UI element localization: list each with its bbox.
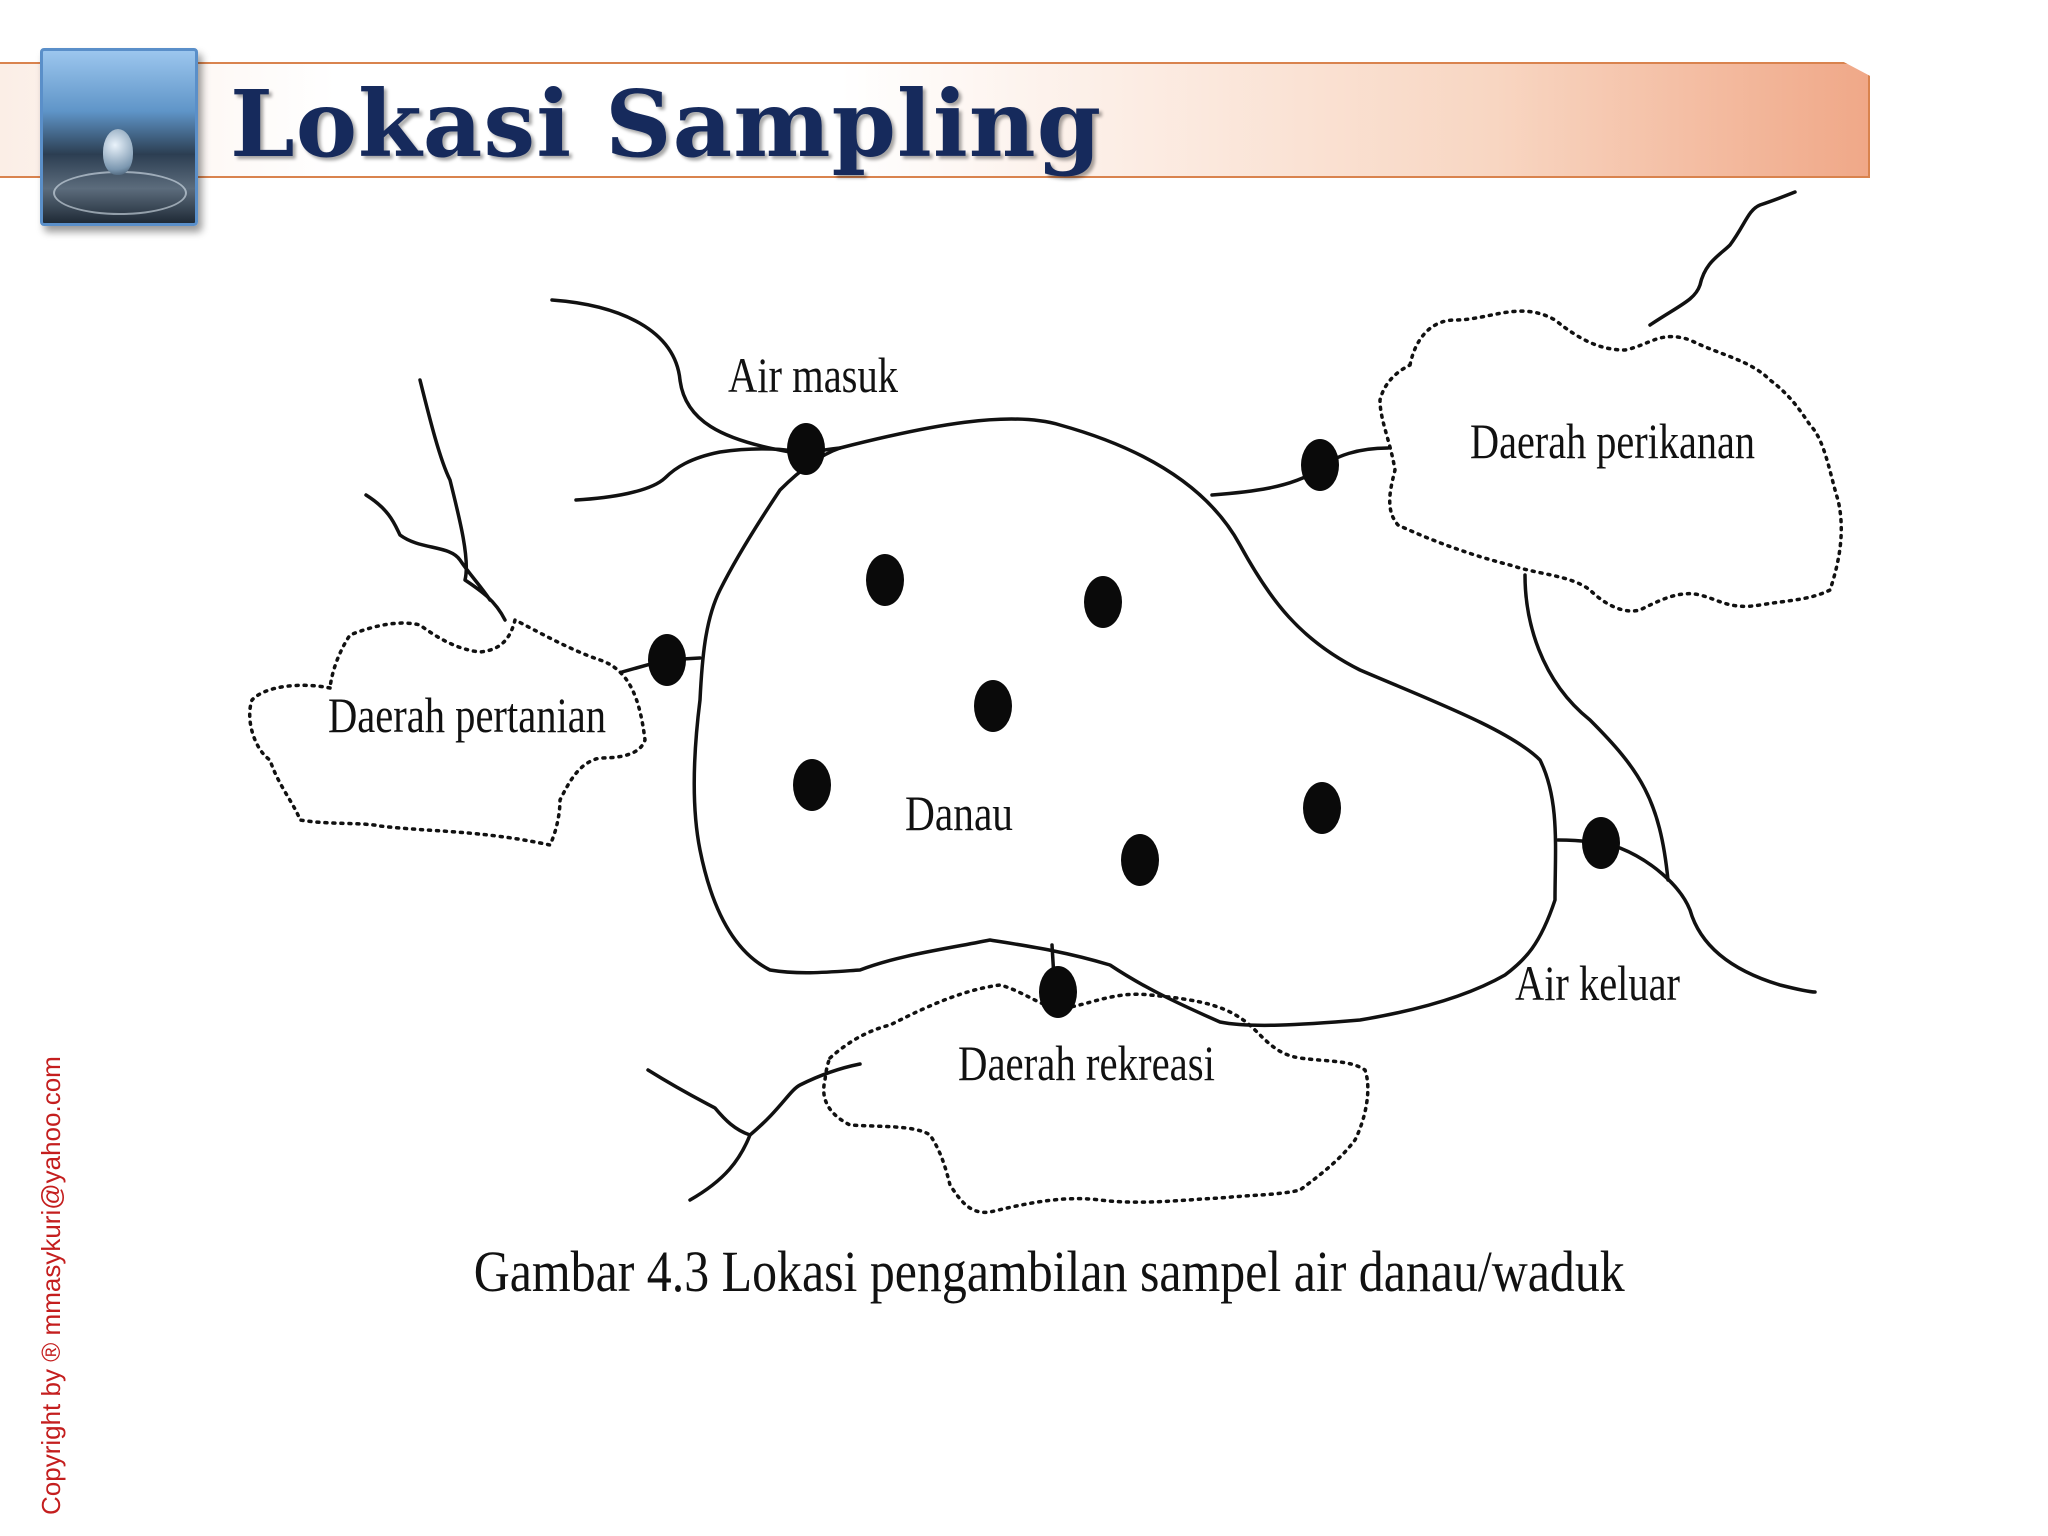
inflow-branch xyxy=(574,447,802,502)
label-daerah-rekreasi: Daerah rekreasi xyxy=(958,1035,1215,1091)
sampling-point-lake xyxy=(866,554,904,606)
label-daerah-pertanian: Daerah pertanian xyxy=(328,687,606,743)
recreation-region xyxy=(822,983,1370,1215)
title-banner xyxy=(0,62,1870,178)
sampling-point-lake xyxy=(1121,834,1159,886)
label-air-masuk: Air masuk xyxy=(728,347,898,403)
label-air-keluar: Air keluar xyxy=(1515,955,1680,1011)
copyright-text: Copyright by ® mmasykuri@yahoo.com xyxy=(36,1056,66,1515)
fishery-outflow xyxy=(1523,573,1670,882)
sampling-point-agriculture xyxy=(648,634,686,686)
label-danau: Danau xyxy=(905,785,1013,841)
page-title: Lokasi Sampling xyxy=(230,70,1103,178)
sampling-point-lake xyxy=(793,759,831,811)
lake-outline xyxy=(692,417,1558,1028)
sampling-point-lake xyxy=(1303,782,1341,834)
agriculture-stream xyxy=(364,378,507,622)
sampling-point-lake xyxy=(974,680,1012,732)
sampling-point-fishery xyxy=(1301,439,1339,491)
sampling-point-lake xyxy=(1084,576,1122,628)
recreation-stream xyxy=(646,1062,862,1202)
figure-caption: Gambar 4.3 Lokasi pengambilan sampel air… xyxy=(473,1239,1625,1304)
fishery-inflow xyxy=(1648,190,1797,327)
agriculture-region xyxy=(247,617,647,848)
fishery-stream xyxy=(1210,446,1390,497)
sampling-point-inflow xyxy=(787,423,825,475)
water-drop-icon xyxy=(40,48,198,226)
fishery-region xyxy=(1378,309,1843,613)
sampling-point-recreation xyxy=(1039,966,1077,1018)
sampling-point-outflow xyxy=(1582,817,1620,869)
label-daerah-perikanan: Daerah perikanan xyxy=(1470,413,1755,469)
